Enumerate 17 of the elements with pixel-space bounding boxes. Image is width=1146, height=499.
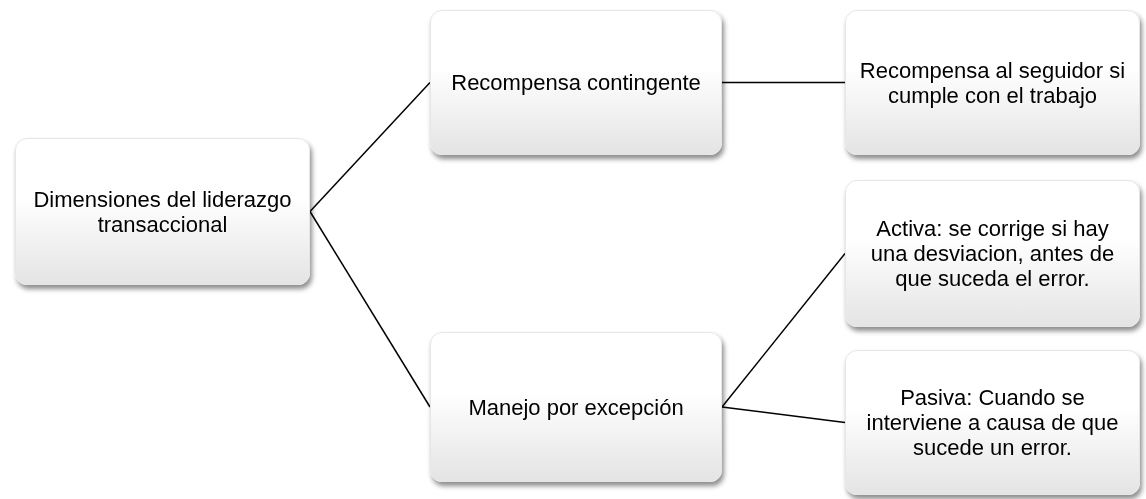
rounded-box — [845, 350, 1140, 495]
rounded-box — [430, 332, 722, 482]
rounded-box — [845, 10, 1140, 155]
box-text: Dimensiones del liderazgo transaccional — [32, 186, 293, 237]
box-text: Recompensa al seguidor si cumple con el trabajo — [858, 57, 1127, 108]
rounded-box — [845, 180, 1140, 327]
connector-line — [721, 406, 846, 424]
connector-line — [309, 210, 431, 408]
box-text: Pasiva: Cuando se interviene a causa de que sucede un error. — [865, 385, 1120, 460]
connector-line — [721, 81, 846, 84]
box-text: Manejo por excepción — [468, 394, 684, 420]
box-text: Activa: se corrige si hay una desviacion, antes de que suceda el error. — [869, 216, 1116, 291]
connector-line — [721, 252, 846, 408]
rounded-box — [15, 138, 310, 285]
box-text: Recompensa contingente — [451, 70, 701, 95]
connector-line — [309, 81, 431, 213]
rounded-box — [430, 10, 722, 155]
